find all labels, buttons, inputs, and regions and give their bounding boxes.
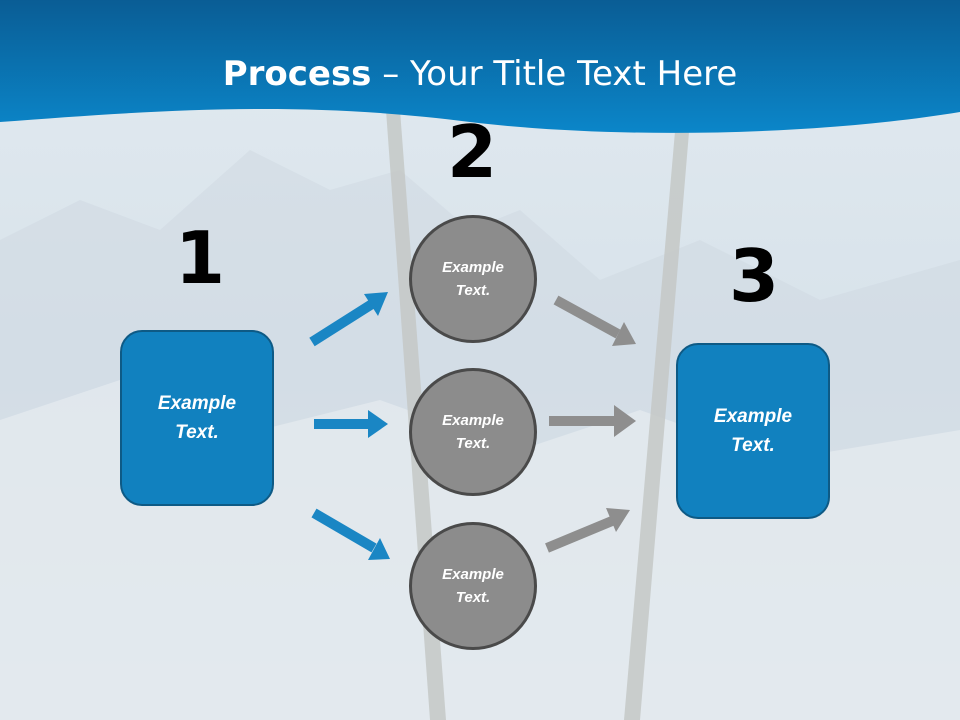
step-number-3: 3 [728, 234, 780, 318]
step-3-box: Example Text. [676, 343, 830, 519]
step-number-1: 1 [174, 216, 226, 300]
step-1-box: Example Text. [120, 330, 274, 506]
header-banner [0, 0, 960, 133]
slide-title: Process – Your Title Text Here [0, 54, 960, 94]
arrow-right-gray-icon [549, 405, 636, 437]
step-3-text: Example Text. [713, 406, 793, 456]
step-2-text-bottom: Example Text. [442, 566, 504, 606]
step-2-circle-middle: Example Text. [409, 368, 537, 496]
title-rest: – Your Title Text Here [371, 54, 738, 94]
title-bold: Process [222, 54, 372, 94]
step-1-text: Example Text. [157, 393, 237, 443]
ski-pole-right [624, 120, 690, 720]
step-2-text-middle: Example Text. [442, 412, 504, 452]
step-2-circle-bottom: Example Text. [409, 522, 537, 650]
arrow-right-up-gray-icon [545, 508, 630, 553]
arrow-right-down-blue-icon [311, 508, 390, 560]
arrow-right-down-gray-icon [553, 295, 636, 346]
step-2-text-top: Example Text. [442, 259, 504, 299]
step-2-circle-top: Example Text. [409, 215, 537, 343]
arrow-right-up-blue-icon [309, 292, 388, 347]
arrow-right-blue-icon [314, 410, 388, 438]
step-number-2: 2 [446, 110, 498, 194]
